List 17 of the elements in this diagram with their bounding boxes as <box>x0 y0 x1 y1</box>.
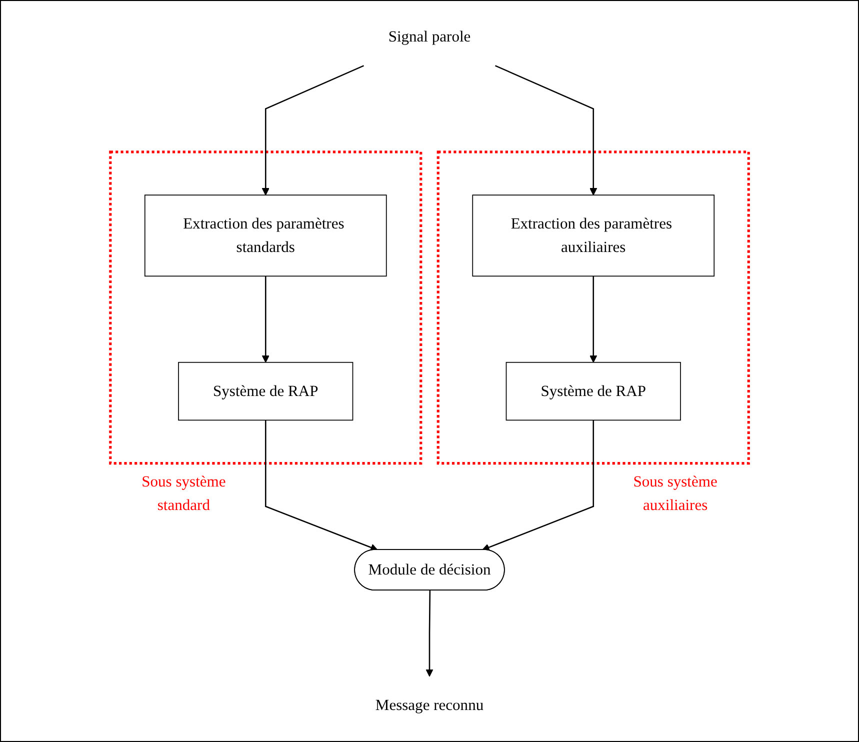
node-box: Extraction des paramètres standards <box>144 194 387 277</box>
node-text: Message reconnu <box>375 696 484 714</box>
cluster <box>436 150 750 465</box>
cluster <box>109 150 422 465</box>
node-box: Extraction des paramètres auxiliaires <box>472 194 715 277</box>
arrow <box>590 276 598 363</box>
arrow <box>482 420 594 551</box>
arrow <box>264 420 378 552</box>
arrow <box>262 276 270 363</box>
arrow <box>426 590 434 677</box>
node-box: Système de RAP <box>178 362 354 421</box>
arrow <box>494 65 598 196</box>
arrow <box>262 65 364 196</box>
node-text: Signal parole <box>388 28 471 45</box>
node-label: Sous système auxiliaires <box>633 472 718 514</box>
node-box: Système de RAP <box>506 362 681 421</box>
node-label: Sous système standard <box>142 472 226 514</box>
